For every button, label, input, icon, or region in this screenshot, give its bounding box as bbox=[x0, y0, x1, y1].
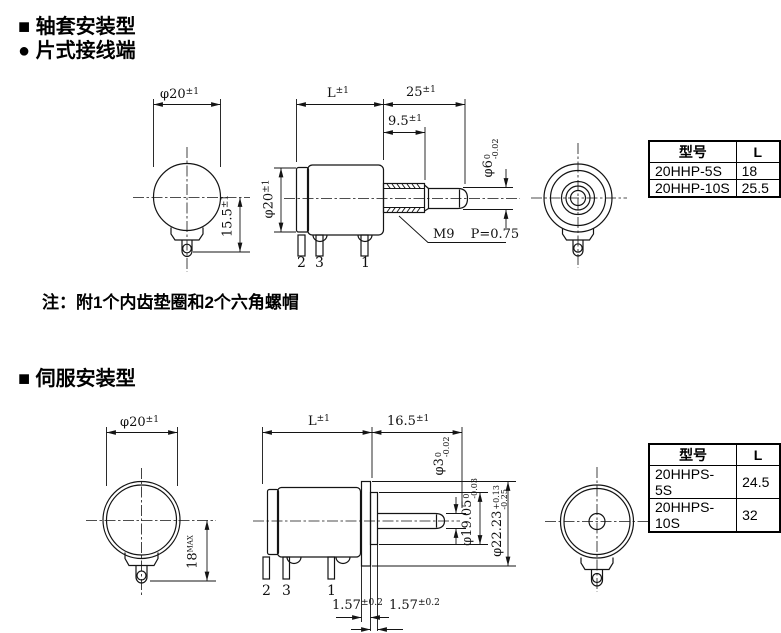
table-row: 20HHPS-10S 32 bbox=[648, 498, 781, 533]
s1-model-1: 20HHP-5S bbox=[648, 162, 737, 180]
table-row: 20HHP-10S 25.5 bbox=[648, 179, 781, 198]
s1-model-2: 20HHP-10S bbox=[648, 179, 737, 198]
table-row: 20HHP-5S 18 bbox=[648, 162, 781, 180]
dim-s1-side-diameter: φ20±1 bbox=[261, 179, 277, 219]
s1-L-2: 25.5 bbox=[735, 179, 781, 198]
dim-s1-front-height: 15.5±1 bbox=[220, 194, 236, 238]
section1-title-line2: ● 片式接线端 bbox=[18, 40, 136, 62]
s2-L-2: 32 bbox=[736, 498, 781, 533]
s1-spec-header-row: 型号 L bbox=[648, 140, 781, 163]
dim-s1-front-diameter: φ20±1 bbox=[160, 87, 199, 102]
s1-terminal-2-label: 2 bbox=[297, 255, 306, 271]
s1-terminal-3-label: 3 bbox=[315, 255, 324, 271]
dim-s1-shaft-length: 25±1 bbox=[406, 85, 436, 100]
dim-s1-body-length: L±1 bbox=[327, 86, 349, 101]
s2-terminal-3-label: 3 bbox=[282, 583, 291, 599]
s1-terminal-1-label: 1 bbox=[361, 255, 370, 271]
s2-L-1: 24.5 bbox=[736, 465, 781, 499]
s2-terminal-1-label: 1 bbox=[327, 583, 336, 599]
dim-s2-front-diameter: φ20±1 bbox=[120, 415, 159, 430]
s1-spec-table: 型号 L 20HHP-5S 18 20HHP-10S 25.5 bbox=[648, 140, 781, 198]
dim-s2-flange-diameter: φ22.23+0.13-0.25 bbox=[490, 485, 509, 557]
s1-front-view bbox=[133, 99, 250, 272]
s2-col-L: L bbox=[736, 443, 781, 466]
table-row: 20HHPS-5S 24.5 bbox=[648, 465, 781, 499]
section1-title-line1: ■ 轴套安装型 bbox=[18, 16, 136, 38]
s1-L-1: 18 bbox=[735, 162, 781, 180]
s2-rear-view bbox=[545, 467, 650, 592]
s2-spec-header-row: 型号 L bbox=[648, 443, 781, 466]
s2-front-view bbox=[86, 427, 216, 596]
s2-terminal-2-label: 2 bbox=[262, 583, 271, 599]
dim-s2-body-length: L±1 bbox=[308, 414, 330, 429]
s1-side-view bbox=[274, 99, 520, 257]
s1-col-model: 型号 bbox=[648, 140, 737, 163]
s2-side-view bbox=[253, 427, 516, 632]
s2-col-model: 型号 bbox=[648, 443, 738, 466]
dim-s2-flange-thickness-1: 1.57±0.2 bbox=[332, 598, 383, 613]
s2-model-2: 20HHPS-10S bbox=[648, 498, 738, 533]
dim-s2-shaft-length: 16.5±1 bbox=[387, 414, 430, 429]
s2-model-1: 20HHPS-5S bbox=[648, 465, 738, 499]
dim-s2-flange-thickness-2: 1.57±0.2 bbox=[389, 598, 440, 613]
s2-spec-table: 型号 L 20HHPS-5S 24.5 20HHPS-10S 32 bbox=[648, 443, 781, 533]
dim-s1-bushing-length: 9.5±1 bbox=[388, 114, 422, 129]
s1-rear-view bbox=[531, 143, 627, 268]
section2-title: ■ 伺服安装型 bbox=[18, 368, 136, 390]
section1-note: 注：附1个内齿垫圈和2个六角螺帽 bbox=[42, 293, 299, 312]
s1-col-L: L bbox=[735, 140, 781, 163]
dim-s2-front-height: 18MAX bbox=[185, 535, 201, 569]
